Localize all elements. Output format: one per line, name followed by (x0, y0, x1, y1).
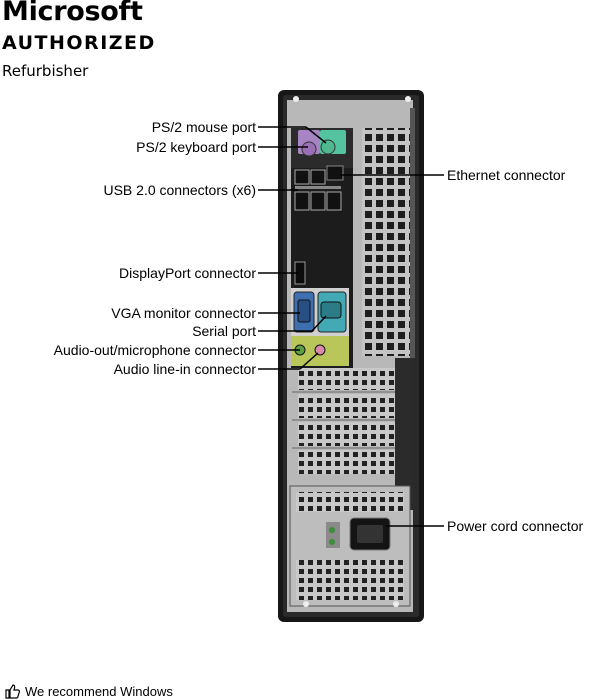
ps2-mouse-port (320, 139, 336, 155)
brand-authorized: AUTHORIZED (2, 32, 156, 54)
label-serial: Serial port (192, 323, 256, 339)
label-ps2-keyboard: PS/2 keyboard port (136, 139, 256, 155)
label-ps2-mouse: PS/2 mouse port (151, 119, 256, 135)
label-displayport: DisplayPort connector (119, 265, 256, 281)
expansion-slots (292, 368, 412, 474)
ethernet-port (326, 165, 344, 181)
brand-microsoft: Microsoft (2, 0, 143, 27)
label-audio-in: Audio line-in connector (113, 361, 256, 377)
ps2-keyboard-port (301, 141, 317, 157)
label-usb: USB 2.0 connectors (x6) (103, 182, 256, 198)
label-audio-out: Audio-out/microphone connector (53, 342, 256, 358)
footer: We recommend Windows (4, 683, 173, 699)
brand-refurbisher: Refurbisher (2, 62, 89, 80)
label-ethernet: Ethernet connector (447, 167, 566, 183)
leader-lines (258, 126, 444, 527)
label-vga: VGA monitor connector (111, 305, 256, 321)
upper-vent-grid (362, 128, 410, 356)
footer-text: We recommend Windows (25, 683, 173, 699)
thumbs-up-icon (5, 684, 20, 699)
label-power: Power cord connector (447, 518, 584, 534)
usb-ports (294, 169, 342, 211)
